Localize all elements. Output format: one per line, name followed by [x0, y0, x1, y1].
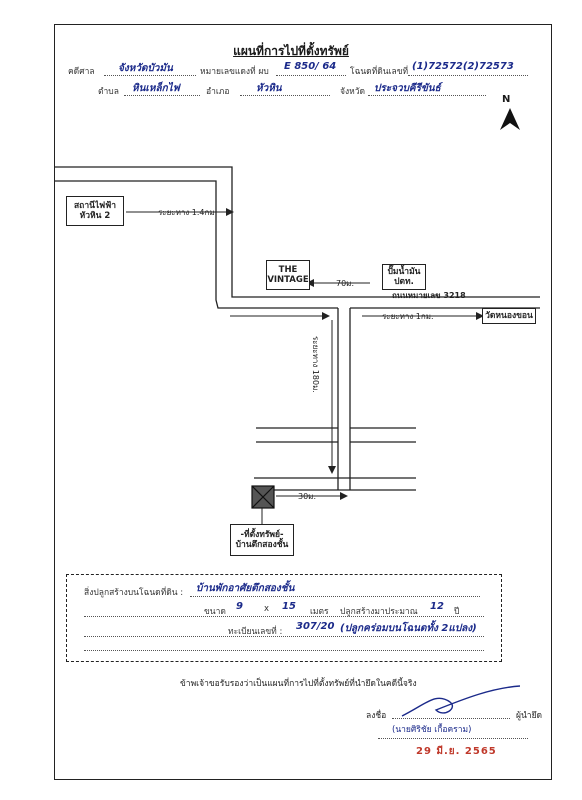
- province-label: จังหวัด: [340, 87, 366, 97]
- deed-value: (1)72572(2)72573: [412, 61, 514, 72]
- road-lower-edge: [54, 180, 338, 309]
- substation-box: สถานีไฟฟ้า หัวหิน 2: [66, 196, 124, 226]
- signer-name: (นายศิริชัย เกื้อคราม): [392, 725, 472, 735]
- signature-mark: [401, 685, 521, 717]
- court-value: จังหวัดบัวมัน: [118, 63, 173, 74]
- subdistrict-value: หินเหล็กไฟ: [132, 83, 180, 94]
- case-label: หมายเลขแดงที่ ผบ: [200, 67, 269, 77]
- property-location-box: -ที่ตั้งทรัพย์- บ้านตึกสองชั้น: [230, 524, 294, 556]
- sign-label: ลงชื่อ: [366, 711, 387, 721]
- highway-label: ถนนหมายเลข 3218: [392, 291, 466, 300]
- registration-value: 307/20: [296, 621, 335, 632]
- size-label: ขนาด: [204, 607, 226, 617]
- district-underline: [240, 95, 330, 96]
- distance-1km: ระยะทาง 1กม.: [382, 312, 434, 321]
- road-upper-edge: [54, 166, 540, 298]
- gas-station-box: ปั๊มน้ำมัน ปตท.: [382, 264, 426, 290]
- district-value: หัวหิน: [256, 83, 282, 94]
- court-underline: [104, 75, 196, 76]
- size-times: x: [264, 604, 270, 614]
- case-value: E 850/ 64: [284, 61, 337, 72]
- building-details-box: [66, 574, 502, 662]
- distance-1-4km: ระยะทาง 1.4กม.: [158, 208, 218, 217]
- age-unit: ปี: [454, 607, 460, 617]
- subdistrict-label: ตำบล: [98, 87, 119, 97]
- district-label: อำเภอ: [206, 87, 230, 97]
- north-label: N: [502, 94, 511, 105]
- court-label: คดีศาล: [68, 67, 95, 77]
- size-width: 9: [236, 601, 243, 612]
- subdistrict-underline: [124, 95, 200, 96]
- page-title: แผนที่การไปที่ตั้งทรัพย์: [233, 44, 349, 58]
- signer-role: ผู้นำยึด: [516, 711, 543, 721]
- registration-note: (ปลูกคร่อมบนโฉนดทั้ง 2แปลง): [340, 623, 477, 634]
- document-frame: [54, 24, 552, 780]
- north-arrow-icon: [500, 108, 520, 130]
- registration-label: ทะเบียนเลขที่ :: [228, 627, 283, 637]
- deed-underline: [408, 75, 528, 76]
- building-value: บ้านพักอาศัยตึกสองชั้น: [196, 583, 295, 594]
- distance-30m: 30ม.: [298, 492, 316, 501]
- the-vintage-box: THE VINTAGE: [266, 260, 310, 290]
- distance-180m: ระยะทาง 180ม.: [311, 336, 320, 393]
- age-label: ปลูกสร้างมาประมาณ: [340, 607, 418, 617]
- size-length: 15: [282, 601, 296, 612]
- temple-box: วัดหนองขอน: [482, 308, 536, 324]
- signature-date: 29 มี.ย. 2565: [416, 746, 497, 757]
- building-label: สิ่งปลูกสร้างบนโฉนดที่ดิน :: [84, 588, 184, 598]
- province-value: ประจวบคีรีขันธ์: [374, 83, 441, 94]
- certification-statement: ข้าพเจ้าขอรับรองว่าเป็นแผนที่การไปที่ตั้…: [180, 679, 417, 689]
- size-unit: เมตร: [310, 607, 329, 617]
- age-value: 12: [430, 601, 444, 612]
- deed-label: โฉนดที่ดินเลขที่: [350, 67, 409, 77]
- province-underline: [368, 95, 486, 96]
- distance-70m: 70ม.: [336, 279, 354, 288]
- case-underline: [276, 75, 346, 76]
